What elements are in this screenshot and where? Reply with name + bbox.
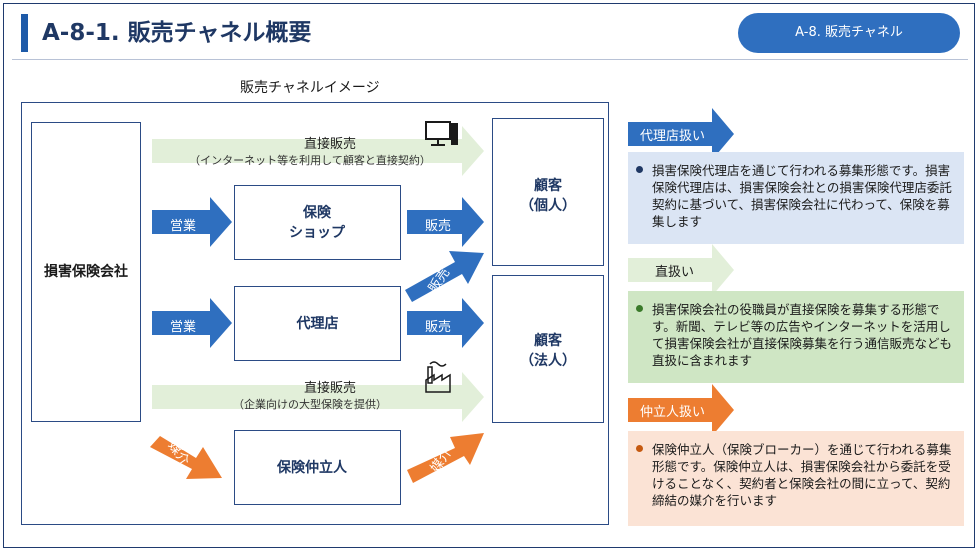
direct-sales-top-arrow	[152, 126, 484, 176]
tag-arrow-direct	[628, 244, 734, 296]
sell-arrow-shop	[407, 197, 484, 247]
direct-sales-bottom-arrow	[152, 372, 484, 422]
sell-arrow-agency-diagonal	[405, 251, 484, 302]
legend-text-agency: 損害保険代理店を通じて行われる募集形態です。損害保険代理店は、損害保険会社との損…	[652, 163, 952, 229]
legend-text-direct: 損害保険会社の役職員が直接保険を募集する形態です。新聞、テレビ等の広告やインター…	[652, 302, 953, 368]
legend-desc-direct: 損害保険会社の役職員が直接保険を募集する形態です。新聞、テレビ等の広告やインター…	[628, 291, 964, 383]
legend-bullet	[636, 305, 643, 312]
shop-box	[234, 185, 401, 260]
broker-in-arrow	[150, 436, 222, 479]
sell-arrow-agency	[407, 298, 484, 348]
tag-arrow-agency	[628, 108, 734, 160]
broker-label: 保険仲立人	[277, 460, 347, 476]
legend-bullet	[636, 445, 643, 452]
legend-tag-broker: 仲立人扱い	[640, 405, 706, 420]
page-title: A-8-1. 販売チャネル概要	[42, 20, 312, 46]
legend-desc-agency: 損害保険代理店を通じて行われる募集形態です。損害保険代理店は、損害保険会社との損…	[628, 152, 964, 244]
sales-label-shop: 営業	[169, 219, 196, 234]
diagram-caption: 販売チャネルイメージ	[240, 80, 380, 96]
legend-tag-agency: 代理店扱い	[640, 129, 706, 144]
individual-customer-box	[492, 118, 604, 266]
shop-label: 保険 ショップ	[289, 205, 345, 241]
company-label: 損害保険会社	[44, 264, 128, 280]
company-box	[31, 122, 141, 422]
direct-sales-top-subtitle: （インターネット等を利用して顧客と直接契約）	[189, 154, 431, 167]
agency-label: 代理店	[296, 316, 339, 332]
direct-sales-bottom-title: 直接販売	[303, 381, 356, 396]
direct-sales-top-title: 直接販売	[303, 137, 356, 152]
sell-label-agency: 販売	[424, 320, 451, 335]
individual-customer-label: 顧客 （個人）	[520, 178, 576, 214]
slide-frame	[3, 3, 975, 548]
broker-box	[234, 430, 401, 505]
agency-box	[234, 286, 401, 361]
tag-arrow-broker	[628, 384, 734, 436]
legend-bullet	[636, 166, 643, 173]
sales-label-agency: 営業	[169, 320, 196, 335]
legend-text-broker: 保険仲立人（保険ブローカー）を通じて行われる募集形態です。保険仲立人は、損害保険…	[652, 442, 952, 508]
legend-tag-direct: 直扱い	[655, 265, 695, 280]
sales-arrow-agency	[152, 298, 232, 348]
computer-icon	[425, 121, 458, 146]
broker-out-arrow	[407, 433, 484, 483]
header-divider	[12, 59, 968, 60]
sell-label-shop: 販売	[424, 219, 451, 234]
direct-sales-bottom-subtitle: （企業向けの大型保険を提供）	[233, 398, 387, 411]
legend-desc-broker: 保険仲立人（保険ブローカー）を通じて行われる募集形態です。保険仲立人は、損害保険…	[628, 431, 964, 526]
corporate-customer-box	[492, 275, 604, 423]
corporate-customer-label: 顧客 （法人）	[520, 333, 576, 369]
section-badge[interactable]: A-8. 販売チャネル	[738, 13, 960, 53]
title-accent-bar	[21, 14, 28, 52]
factory-icon	[425, 361, 451, 393]
sales-arrow-shop	[152, 197, 232, 247]
diagram-frame	[21, 102, 609, 525]
